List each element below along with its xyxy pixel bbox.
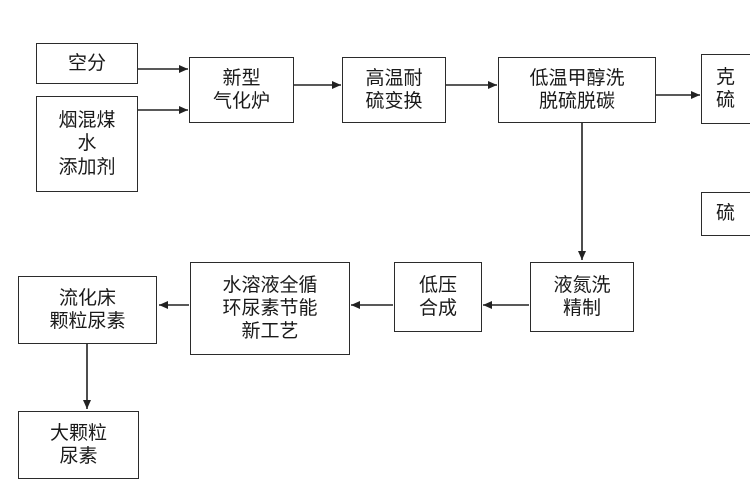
node-right-mid: 硫 xyxy=(701,192,750,236)
node-rectisol: 低温甲醇洗 脱硫脱碳 xyxy=(498,57,656,123)
node-synthesis: 低压 合成 xyxy=(394,262,482,332)
node-fluid-bed: 流化床 颗粒尿素 xyxy=(18,276,157,344)
node-gasifier: 新型 气化炉 xyxy=(189,57,294,123)
node-feedstock: 烟混煤 水 添加剂 xyxy=(36,96,138,192)
node-nitrogen-wash: 液氮洗 精制 xyxy=(530,262,634,332)
node-right-top: 克 硫 xyxy=(701,54,750,124)
node-air-separation: 空分 xyxy=(36,43,138,84)
node-urea-process: 水溶液全循 环尿素节能 新工艺 xyxy=(190,262,350,355)
node-shift: 高温耐 硫变换 xyxy=(342,57,446,123)
node-large-granule: 大颗粒 尿素 xyxy=(18,411,139,479)
